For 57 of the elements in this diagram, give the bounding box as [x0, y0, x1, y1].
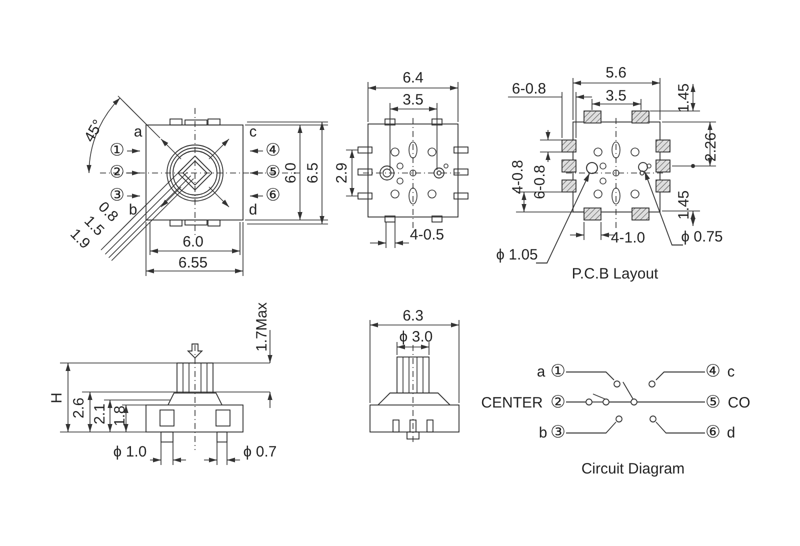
pin-number: ②: [109, 164, 125, 182]
dimension-label: ϕ 3.0: [399, 330, 433, 344]
dimension-label: 4-0.5: [410, 228, 444, 242]
dimension-label: 1.8: [112, 406, 128, 426]
hole: [638, 162, 648, 172]
dimension-label: 1.7Max: [254, 302, 270, 352]
dimension-label: 1.45: [676, 190, 692, 220]
view-caption: P.C.B Layout: [572, 266, 658, 282]
pin-number: ①: [109, 142, 125, 160]
pin-number: ⑥: [265, 188, 281, 204]
pin-number: ②: [550, 394, 566, 412]
dimension-label: ϕ 1.0: [113, 444, 147, 460]
dimension-label: ϕ 0.75: [681, 230, 723, 244]
dimension-label: 4-0.8: [510, 160, 526, 194]
pin-number: ④: [705, 364, 721, 380]
dimension-label: 2.6: [72, 398, 86, 418]
dimension-label: ϕ 1.05: [496, 248, 538, 262]
dimension-label: 6.0: [182, 234, 204, 250]
dimension-label: 6.0: [284, 162, 298, 184]
dimension-label: ϕ 0.7: [243, 444, 277, 460]
pin-letter: d: [726, 426, 736, 440]
dimension-label: 6.55: [178, 256, 208, 270]
angle-label: 45°: [82, 117, 106, 145]
pin-number: ⑤: [705, 394, 721, 412]
pin-number: ③: [550, 424, 566, 442]
pin-letter: b: [538, 426, 548, 440]
pin-number: ⑥: [705, 424, 721, 442]
dimension-label: H: [50, 392, 64, 404]
dimension-label: 4-1.0: [610, 230, 646, 246]
pin-letter: c: [249, 124, 257, 140]
pin-letter: d: [248, 202, 258, 218]
pin-label: CENTER: [481, 396, 543, 410]
dimension-label: 6-0.8: [532, 164, 548, 200]
dimension-label: 6.5: [306, 162, 320, 184]
dimension-label: 2.26: [704, 132, 718, 162]
pin-number: ⑤: [265, 164, 281, 182]
pin-number: ①: [550, 364, 566, 380]
pin-letter: b: [128, 202, 138, 218]
view-caption: Circuit Diagram: [581, 462, 685, 476]
pin-letter: c: [727, 364, 735, 380]
pin-label: CO: [728, 396, 750, 410]
pin-letter: a: [134, 124, 142, 140]
pin-number: ④: [265, 142, 281, 160]
dimension-label: 1.45: [676, 83, 692, 113]
dimension-label: 6.4: [402, 70, 424, 86]
dimension-label: 2.9: [334, 162, 350, 184]
dimension-label: 5.6: [606, 66, 626, 80]
pin-number: ③: [109, 188, 125, 204]
hole: [586, 162, 598, 174]
dimension-label: 3.5: [606, 88, 626, 104]
leader-line: [644, 171, 684, 246]
pin-letter: a: [536, 364, 546, 380]
dimension-label: 2.1: [92, 404, 108, 424]
dimension-label: 6-0.8: [512, 82, 546, 96]
leader-line: [536, 172, 590, 264]
dimension-label: 6.3: [402, 308, 424, 324]
dimension-label: 3.5: [402, 92, 424, 108]
